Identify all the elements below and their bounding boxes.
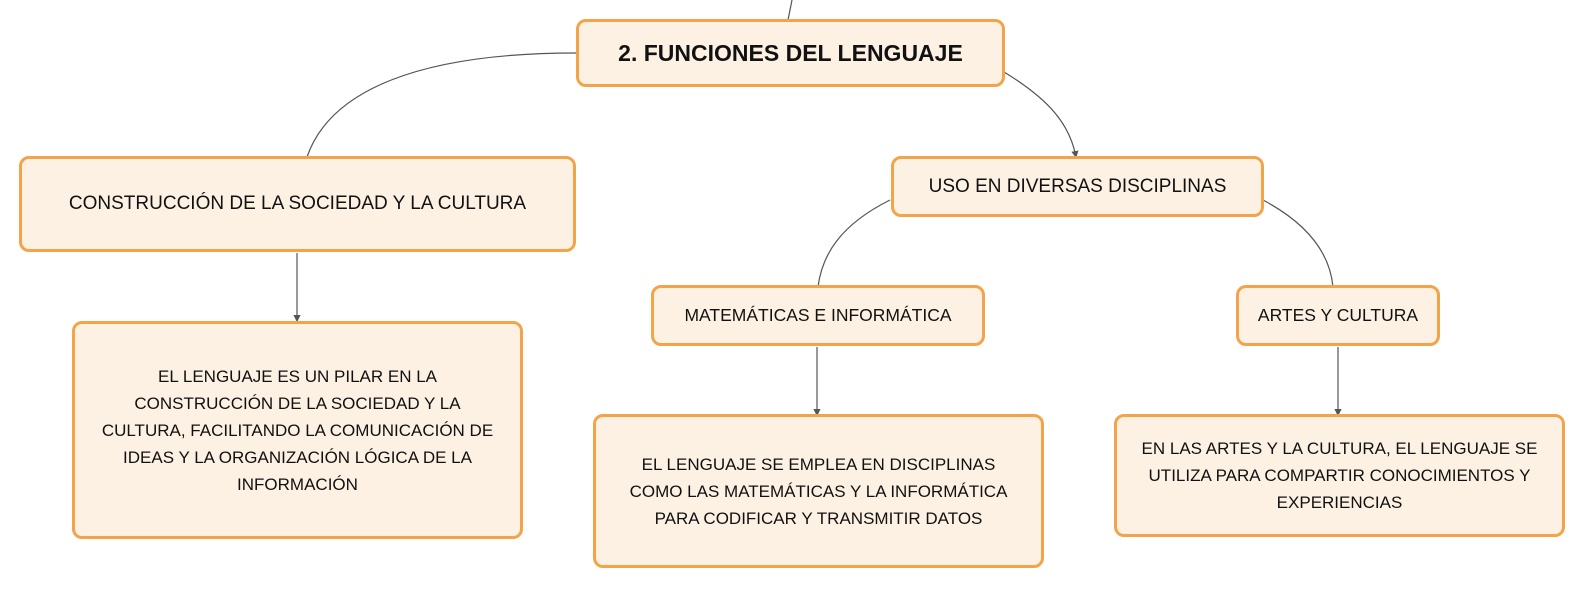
connector-disciplines-to-arts xyxy=(1262,199,1334,288)
society-culture-description-node[interactable]: EL LENGUAJE ES UN PILAR EN LA CONSTRUCCI… xyxy=(72,321,523,539)
arts-culture-description-node[interactable]: EN LAS ARTES Y LA CULTURA, EL LENGUAJE S… xyxy=(1114,414,1565,537)
math-informatics-description-node[interactable]: EL LENGUAJE SE EMPLEA EN DISCIPLINAS COM… xyxy=(593,414,1044,568)
connector-disciplines-to-math xyxy=(817,199,891,288)
root-node-label: 2. FUNCIONES DEL LENGUAJE xyxy=(618,39,963,66)
connector-incoming-root xyxy=(787,0,793,21)
root-node[interactable]: 2. FUNCIONES DEL LENGUAJE xyxy=(576,19,1005,87)
math-informatics-node[interactable]: MATEMÁTICAS E INFORMÁTICA xyxy=(651,285,985,346)
society-culture-node[interactable]: CONSTRUCCIÓN DE LA SOCIEDAD Y LA CULTURA xyxy=(19,156,576,252)
disciplines-node[interactable]: USO EN DIVERSAS DISCIPLINAS xyxy=(891,156,1264,217)
society-culture-label: CONSTRUCCIÓN DE LA SOCIEDAD Y LA CULTURA xyxy=(68,193,527,214)
math-informatics-label: MATEMÁTICAS E INFORMÁTICA xyxy=(684,305,952,325)
disciplines-label: USO EN DIVERSAS DISCIPLINAS xyxy=(928,175,1227,197)
math-informatics-description: EL LENGUAJE SE EMPLEA EN DISCIPLINAS COM… xyxy=(629,454,1008,528)
connector-root-to-disciplines xyxy=(1003,71,1079,159)
arts-culture-node[interactable]: ARTES Y CULTURA xyxy=(1236,285,1440,346)
arts-culture-description: EN LAS ARTES Y LA CULTURA, EL LENGUAJE S… xyxy=(1141,439,1538,512)
connector-root-to-society xyxy=(306,52,577,158)
society-culture-description: EL LENGUAJE ES UN PILAR EN LA CONSTRUCCI… xyxy=(101,366,494,494)
arts-culture-label: ARTES Y CULTURA xyxy=(1257,305,1419,325)
